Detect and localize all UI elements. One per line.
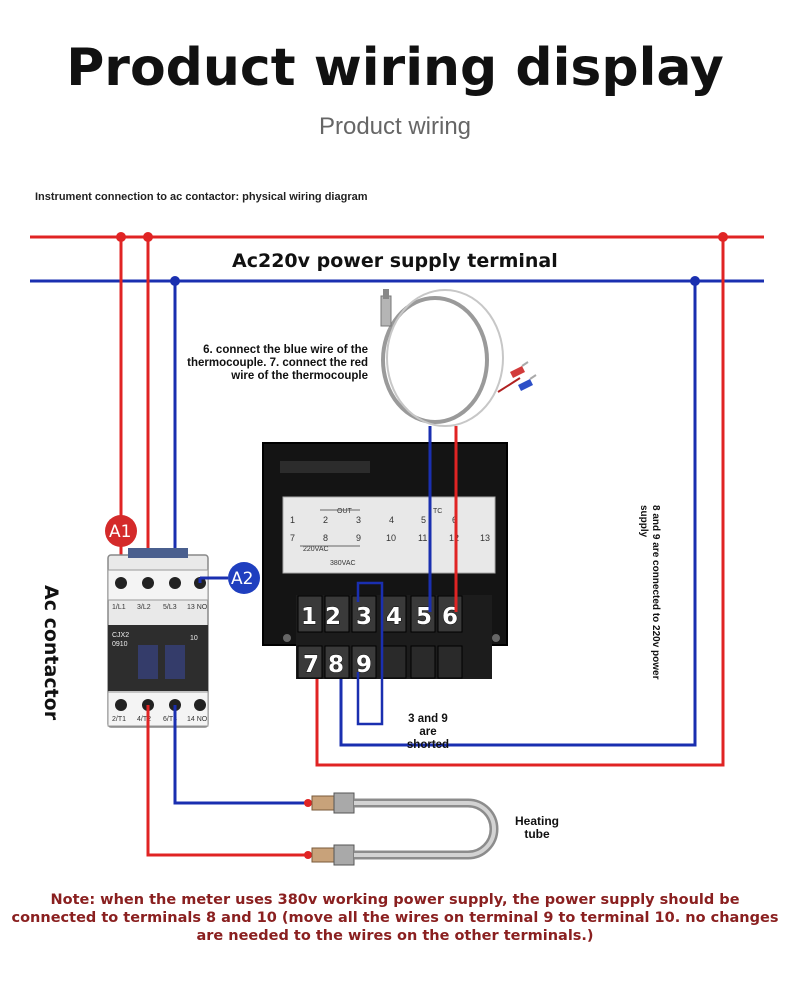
shorted-note: 3 and 9 are shorted [406,713,450,751]
panel-num-4: 4 [389,515,394,525]
panel-num-1: 1 [290,515,295,525]
power-supply-note: 8 and 9 are connected to 220v power supp… [638,505,661,680]
panel-num-10: 10 [386,533,396,543]
contactor-top-terminal-4: 13 NO [187,604,208,611]
neutral-to-heating-tube [173,705,308,805]
terminal-number-2: 2 [325,604,341,630]
contactor-top-terminal-1: 1/L1 [112,604,126,611]
contactor-label: Ac contactor [40,585,62,721]
contactor-bottom-terminal-4: 14 NO [187,716,208,723]
terminal-number-6: 6 [442,604,458,630]
contactor-top-terminal-3: 5/L3 [163,604,177,611]
panel-num-7: 7 [290,533,295,543]
terminal-number-9: 9 [356,652,372,678]
panel-num-12: 12 [449,533,459,543]
panel-labels: 1 2 3 4 5 6 7 8 9 10 11 12 13 OUT TC 220… [290,508,490,567]
thermocouple-note: 6. connect the blue wire of the thermoco… [187,344,368,382]
panel-alt-supply-label: 380VAC [330,560,356,567]
live-to-terminal-7 [315,237,725,767]
heating-tube [311,792,499,866]
contactor-bottom-terminal-2: 4/T2 [137,716,151,723]
panel-num-3: 3 [356,515,361,525]
panel-out-label: OUT [337,508,353,515]
neutral-to-terminal-8 [339,281,697,747]
panel-num-13: 13 [480,533,490,543]
contactor-bottom-terminal-1: 2/T1 [112,716,126,723]
contactor-bottom-terminal-3: 6/T3 [163,716,177,723]
panel-num-9: 9 [356,533,361,543]
a1-badge [105,515,137,547]
terminal-number-4: 4 [386,604,402,630]
terminal-block [297,595,463,679]
heating-tube-label: Heating tube [514,814,559,841]
page-subtitle: Product wiring [318,113,472,140]
panel-tc-label: TC [433,508,442,515]
live-to-heating-tube [146,705,308,857]
a1-badge-label: A1 [109,522,131,542]
panel-supply-label: 220VAC [303,546,329,553]
ac-contactor: CJX2 0910 10 1/L1 3/L2 5/L3 13 NO 2/T1 4… [107,548,209,728]
panel-num-2: 2 [323,515,328,525]
a2-badge [228,562,260,594]
contactor-rating: 10 [190,635,198,642]
page-title: Product wiring display [66,38,724,98]
terminal-number-5: 5 [416,604,432,630]
terminal-number-1: 1 [301,604,317,630]
contactor-top-terminal-2: 3/L2 [137,604,151,611]
terminal-number-8: 8 [328,652,344,678]
power-bus-label: Ac220v power supply terminal [232,250,558,272]
a2-badge-label: A2 [231,569,253,589]
terminal-number-7: 7 [303,652,319,678]
temperature-controller-meter [262,442,508,679]
contactor-code: 0910 [112,641,128,648]
diagram-caption: Instrument connection to ac contactor: p… [35,191,368,203]
panel-num-8: 8 [323,533,328,543]
panel-num-5: 5 [421,515,426,525]
panel-num-11: 11 [418,533,427,543]
contactor-model: CJX2 [112,632,129,639]
terminal-number-3: 3 [356,604,372,630]
terminal-numbers: 1 2 3 4 5 6 7 8 9 [301,604,459,679]
thermocouple-probe [380,289,537,427]
jumper-3-to-9 [356,581,384,726]
footnote: Note: when the meter uses 380v working p… [11,892,779,944]
